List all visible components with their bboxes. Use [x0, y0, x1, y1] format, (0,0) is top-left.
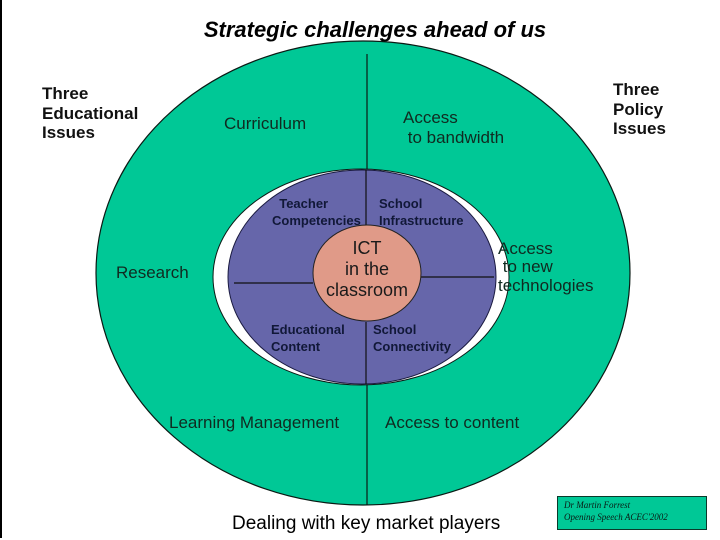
label-school-infrastructure: School Infrastructure — [379, 196, 464, 228]
label-learning-management: Learning Management — [169, 413, 340, 432]
label-school-connectivity: School Connectivity — [373, 322, 452, 354]
left-heading: Three Educational Issues — [42, 84, 139, 143]
slide-title: Strategic challenges ahead of us — [203, 17, 547, 42]
label-access-bandwidth: Access to bandwidth — [403, 108, 505, 147]
label-access-to-content: Access to content — [385, 413, 520, 432]
credit-event: Opening Speech ACEC'2002 — [564, 512, 668, 523]
center-circle — [312, 224, 422, 322]
label-ict-in-classroom: ICT in the classroom — [325, 238, 409, 301]
credit-author: Dr Martin Forrest — [564, 500, 631, 510]
right-heading: Three Policy Issues — [613, 80, 666, 139]
label-curriculum: Curriculum — [224, 114, 307, 133]
label-research: Research — [116, 263, 189, 282]
label-access-new-technologies: Access to new technologies — [498, 239, 594, 295]
label-key-market-players: Dealing with key market players — [232, 513, 501, 534]
label-educational-content: Educational Content — [271, 322, 345, 354]
label-teacher-competencies: Teacher Competencies — [272, 196, 361, 228]
credit-box: Dr Martin Forrest Opening Speech ACEC'20… — [557, 496, 707, 530]
